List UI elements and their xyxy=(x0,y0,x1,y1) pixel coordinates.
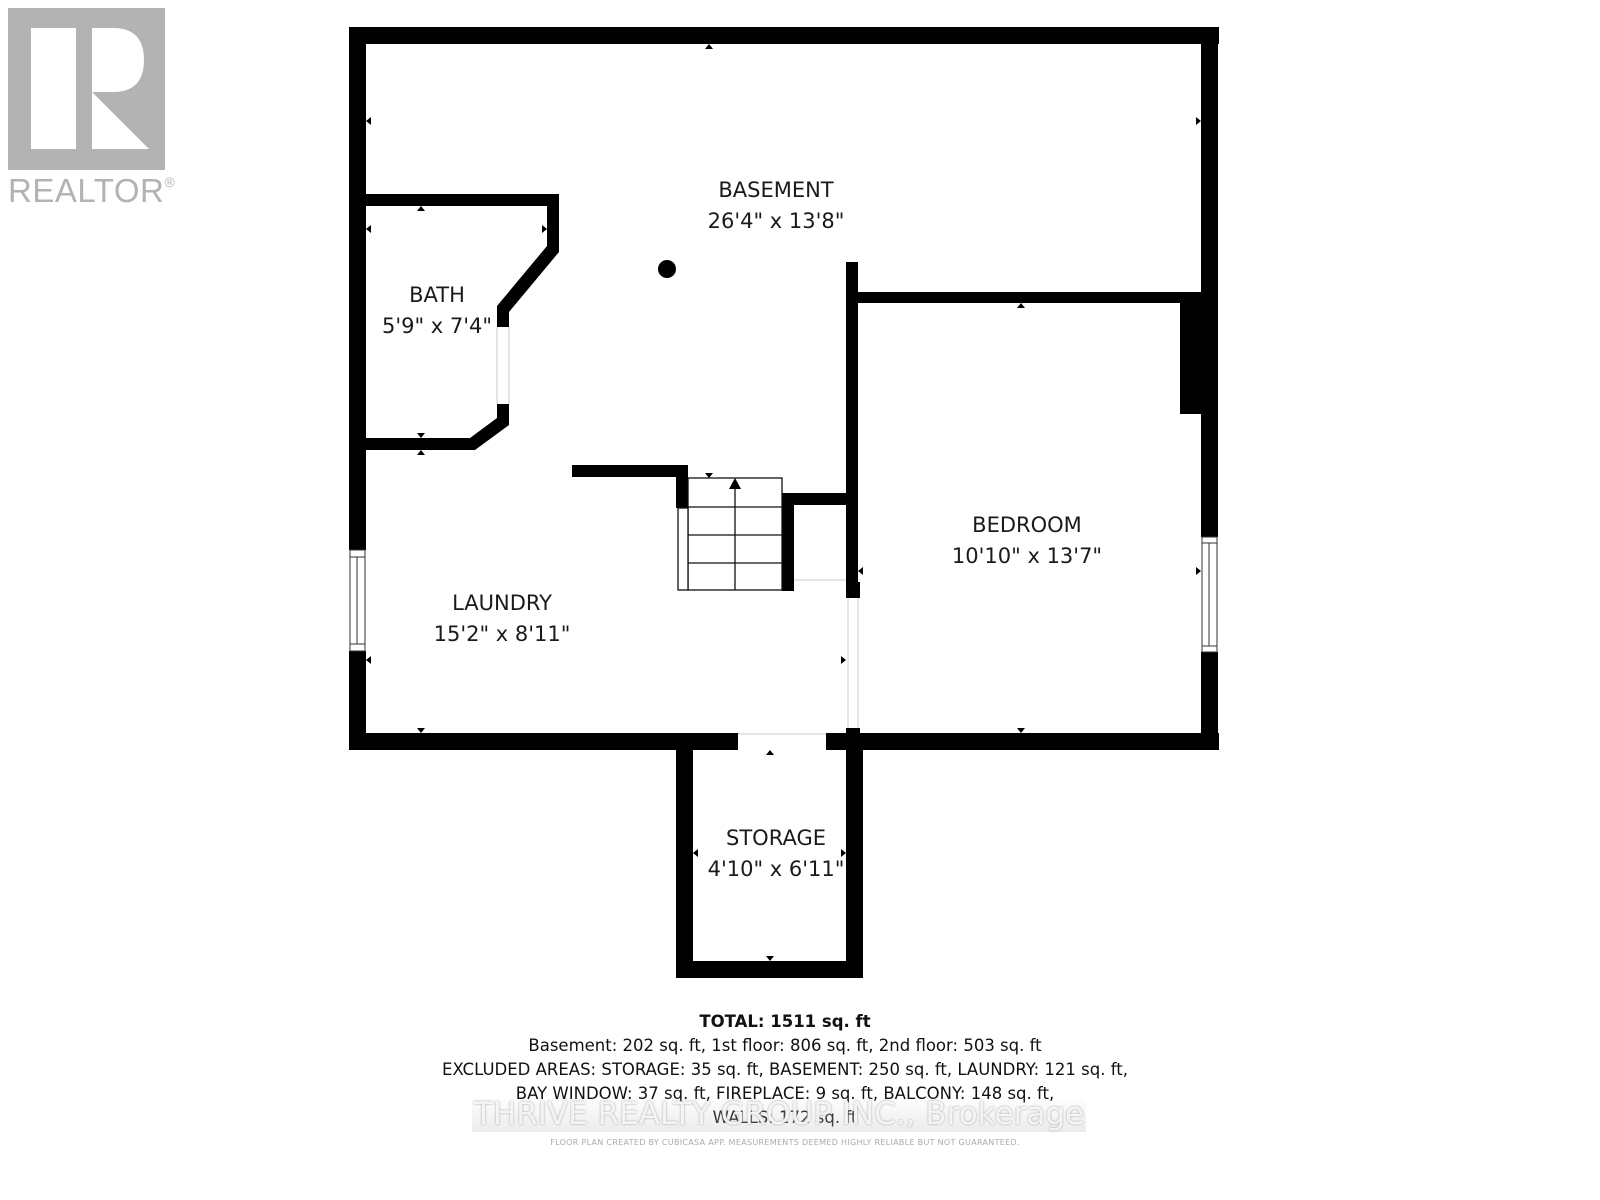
excluded-areas-line-1: EXCLUDED AREAS: STORAGE: 35 sq. ft, BASE… xyxy=(442,1060,1128,1079)
wall-bottom-right xyxy=(826,733,1219,750)
wall-closet-corner xyxy=(846,582,860,598)
room-label-bath: BATH 5'9" x 7'4" xyxy=(382,280,492,342)
room-dimensions: 10'10" x 13'7" xyxy=(951,544,1103,568)
stair-direction-arrow-icon xyxy=(729,478,741,489)
brokerage-watermark: THRIVE REALTY GROUP INC., Brokerage xyxy=(472,1096,1087,1132)
wall-bedroom-left xyxy=(846,262,858,595)
realtor-logo: REALTOR® xyxy=(8,8,176,210)
floor-areas: Basement: 202 sq. ft, 1st floor: 806 sq.… xyxy=(528,1036,1042,1055)
disclaimer: FLOOR PLAN CREATED BY CUBICASA APP. MEAS… xyxy=(550,1138,1020,1147)
room-name: BATH xyxy=(409,283,465,307)
room-name: STORAGE xyxy=(726,826,826,850)
realtor-r-icon xyxy=(8,8,165,170)
wall-storage-bottom xyxy=(676,961,863,978)
room-name: BEDROOM xyxy=(972,513,1082,537)
wall-left-upper xyxy=(349,27,366,550)
wall-bath-bottom xyxy=(349,404,509,450)
wall-stair-left xyxy=(676,465,688,508)
room-name: BASEMENT xyxy=(718,178,834,202)
wall-bath-diagonal xyxy=(497,194,559,327)
wall-storage-left xyxy=(676,733,693,978)
support-column-icon xyxy=(658,260,676,278)
room-label-bedroom: BEDROOM 10'10" x 13'7" xyxy=(952,510,1102,572)
wall-stair-top xyxy=(572,465,688,477)
room-dimensions: 15'2" x 8'11" xyxy=(433,622,571,646)
fireplace-block xyxy=(1180,292,1218,414)
wall-left-lower xyxy=(349,651,366,750)
wall-bottom-left xyxy=(349,733,738,750)
wall-top xyxy=(349,27,1219,44)
area-summary: TOTAL: 1511 sq. ft Basement: 202 sq. ft,… xyxy=(0,1010,1570,1130)
room-name: LAUNDRY xyxy=(452,591,552,615)
wall-right-lower xyxy=(1201,652,1218,750)
room-label-laundry: LAUNDRY 15'2" x 8'11" xyxy=(434,588,571,650)
wall-bath-top xyxy=(349,194,559,206)
excluded-areas-line-3: WALLS: 172 sq. ft xyxy=(0,1106,1570,1130)
wall-bedroom-top xyxy=(846,292,1202,303)
wall-closet-top xyxy=(782,493,852,505)
wall-right-upper xyxy=(1201,27,1218,537)
room-label-storage: STORAGE 4'10" x 6'11" xyxy=(708,823,845,885)
room-dimensions: 26'4" x 13'8" xyxy=(707,209,845,233)
room-label-basement: BASEMENT 26'4" x 13'8" xyxy=(708,175,845,237)
room-dimensions: 4'10" x 6'11" xyxy=(707,857,845,881)
room-dimensions: 5'9" x 7'4" xyxy=(381,314,493,338)
wall-closet-left xyxy=(782,493,794,591)
realtor-wordmark: REALTOR® xyxy=(8,172,176,209)
stairs xyxy=(677,477,783,591)
excluded-areas-line-2: BAY WINDOW: 37 sq. ft, FIREPLACE: 9 sq. … xyxy=(515,1084,1055,1103)
wall-storage-right xyxy=(846,733,863,978)
total-area: TOTAL: 1511 sq. ft xyxy=(699,1012,871,1031)
